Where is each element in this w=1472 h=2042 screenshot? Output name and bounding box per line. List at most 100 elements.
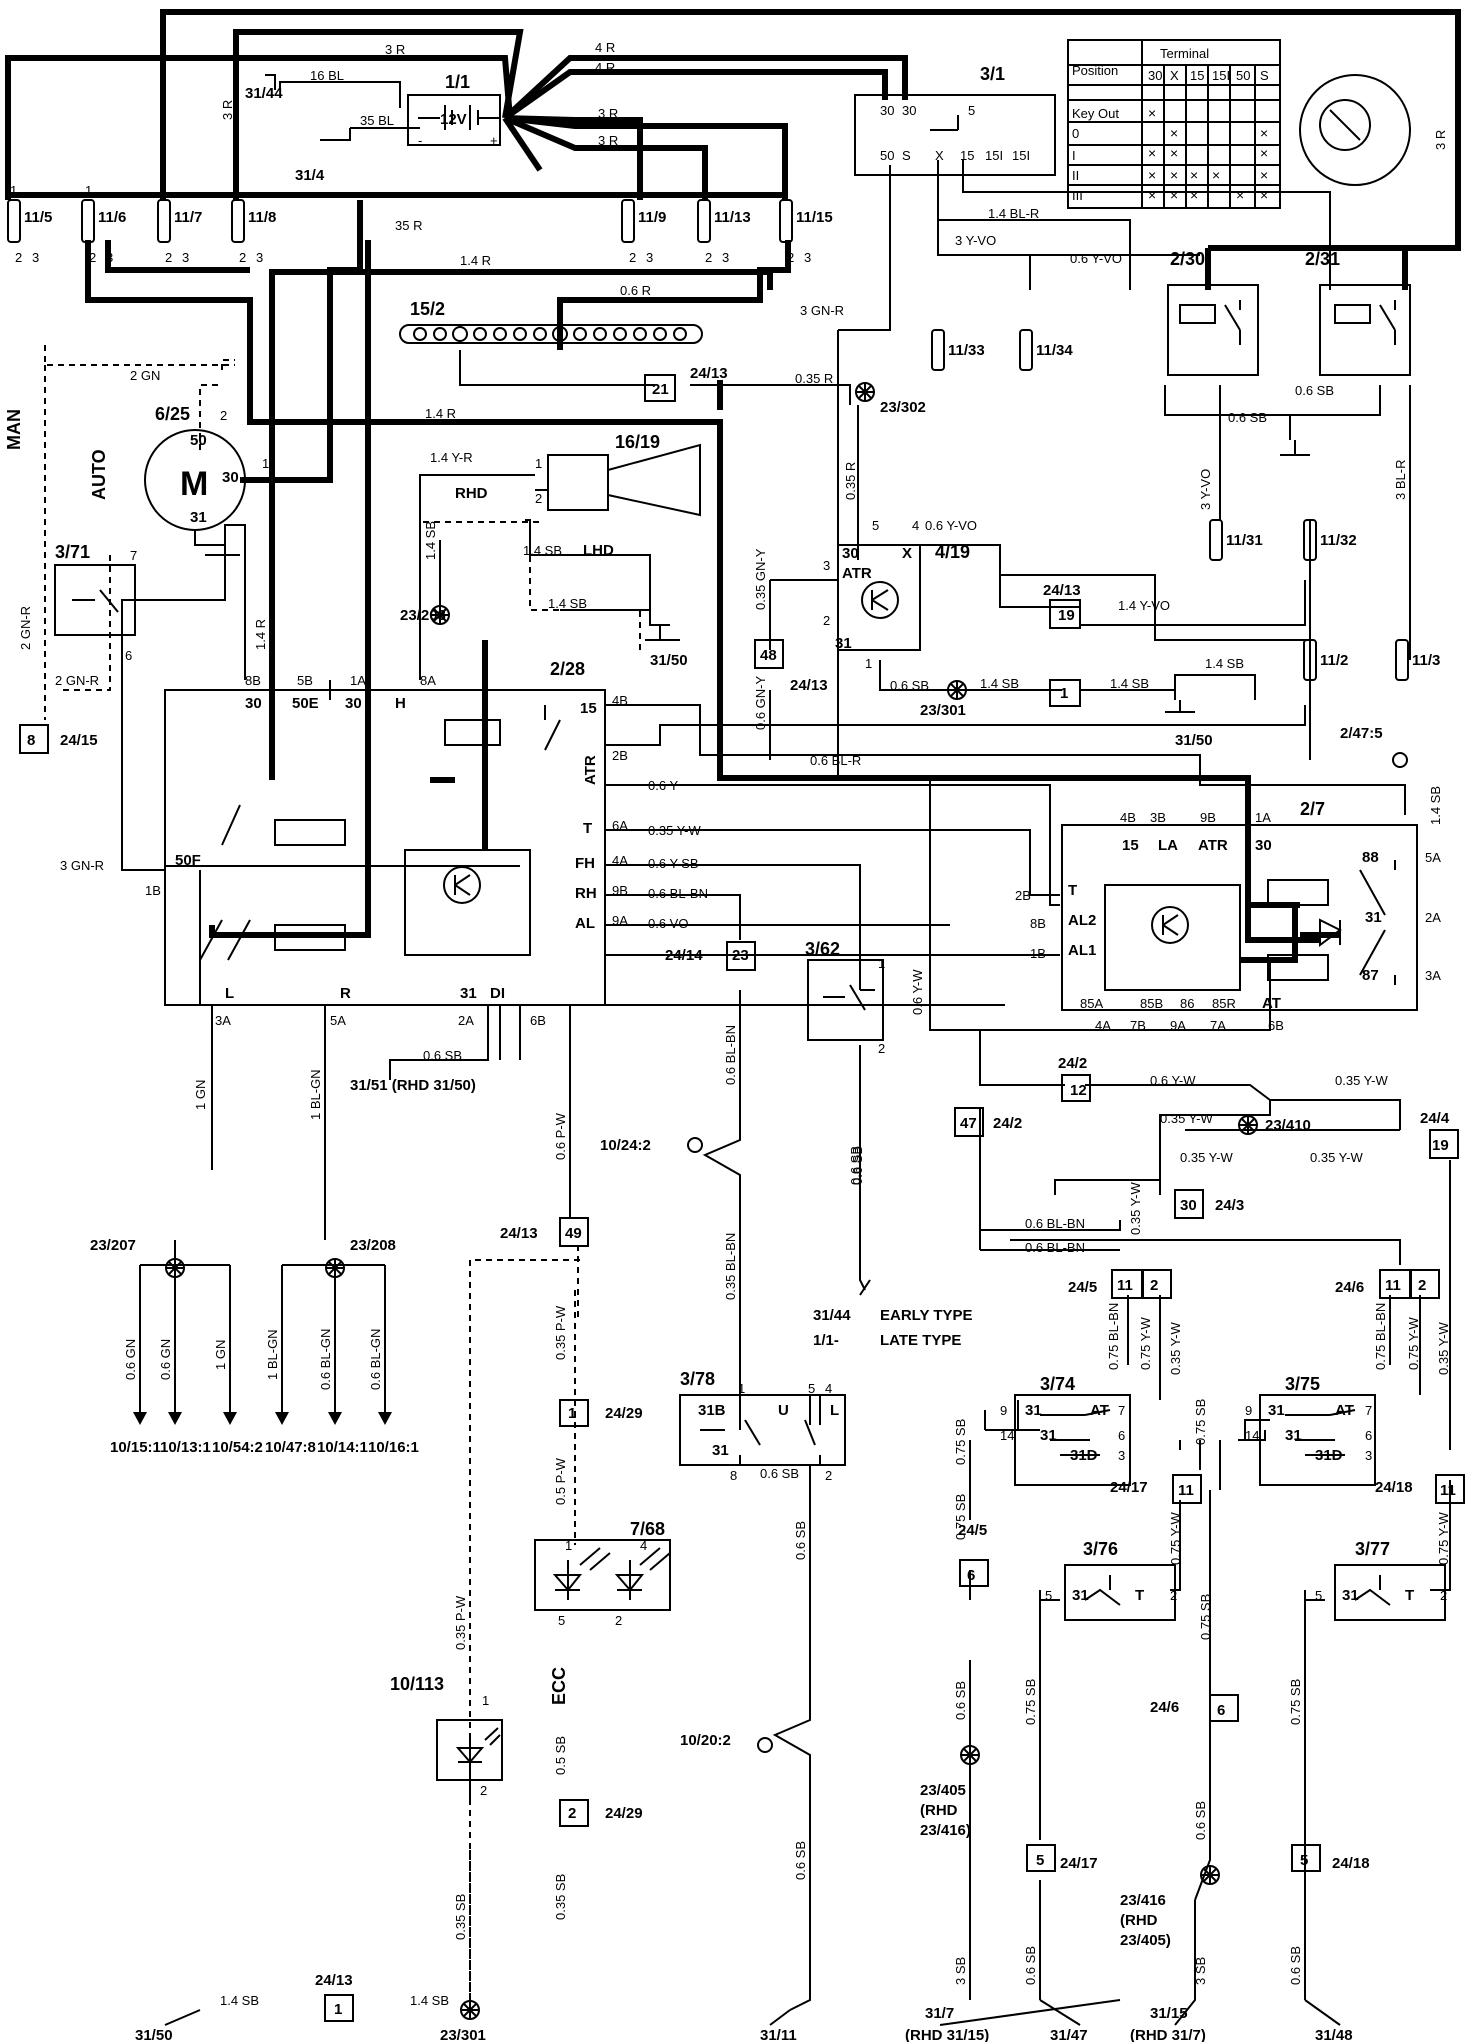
svg-text:3: 3 xyxy=(823,558,830,573)
svg-text:×: × xyxy=(1170,187,1178,203)
svg-text:2/30: 2/30 xyxy=(1170,249,1205,269)
svg-text:U: U xyxy=(778,1402,789,1419)
svg-text:6: 6 xyxy=(1118,1428,1125,1443)
svg-text:35 BL: 35 BL xyxy=(360,113,394,128)
svg-text:RHD: RHD xyxy=(455,485,488,502)
svg-text:31: 31 xyxy=(712,1442,729,1459)
svg-text:3 GN-R: 3 GN-R xyxy=(60,858,104,873)
svg-text:2: 2 xyxy=(165,250,172,265)
svg-text:31: 31 xyxy=(1365,909,1382,926)
svg-text:2 GN: 2 GN xyxy=(130,368,160,383)
svg-text:23/203: 23/203 xyxy=(400,607,446,624)
svg-text:0.6 GN-Y: 0.6 GN-Y xyxy=(753,675,768,730)
svg-text:0.35 P-W: 0.35 P-W xyxy=(453,1595,468,1650)
svg-text:3/74: 3/74 xyxy=(1040,1374,1075,1394)
svg-text:5: 5 xyxy=(968,103,975,118)
svg-text:X: X xyxy=(1170,68,1179,83)
svg-text:2: 2 xyxy=(480,1783,487,1798)
svg-text:10/20:2: 10/20:2 xyxy=(680,1732,731,1749)
svg-text:AT: AT xyxy=(1335,1402,1354,1419)
svg-text:L: L xyxy=(225,985,234,1002)
svg-text:50: 50 xyxy=(1236,68,1250,83)
svg-text:AUTO: AUTO xyxy=(89,449,109,500)
svg-text:AL2: AL2 xyxy=(1068,912,1096,929)
svg-text:14: 14 xyxy=(1245,1428,1259,1443)
labels: 1/1 12V - + 16 BL 35 BL 31/44 31/4 3 R 4… xyxy=(4,40,1456,2042)
main-power-wires xyxy=(5,9,1461,963)
svg-text:ATR: ATR xyxy=(582,755,599,785)
svg-text:1.4 Y-VO: 1.4 Y-VO xyxy=(1118,598,1170,613)
svg-text:5: 5 xyxy=(872,518,879,533)
svg-text:8: 8 xyxy=(27,732,35,749)
svg-text:0.75 Y-W: 0.75 Y-W xyxy=(1406,1317,1421,1370)
svg-text:11/9: 11/9 xyxy=(638,209,666,226)
svg-text:15: 15 xyxy=(1190,68,1204,83)
svg-text:3A: 3A xyxy=(1425,968,1441,983)
svg-text:23: 23 xyxy=(732,947,749,964)
svg-text:24/14: 24/14 xyxy=(665,947,703,964)
motor-letter: M xyxy=(180,465,208,503)
svg-text:85R: 85R xyxy=(1212,996,1236,1011)
svg-text:3 SB: 3 SB xyxy=(953,1957,968,1985)
svg-text:1.4 BL-R: 1.4 BL-R xyxy=(988,206,1039,221)
svg-text:11/6: 11/6 xyxy=(98,209,126,226)
svg-text:85B: 85B xyxy=(1140,996,1163,1011)
svg-text:31/11: 31/11 xyxy=(760,2027,797,2042)
svg-text:LHD: LHD xyxy=(583,542,614,559)
svg-text:2/28: 2/28 xyxy=(550,659,585,679)
svg-text:5: 5 xyxy=(808,1381,815,1396)
svg-text:6: 6 xyxy=(1365,1428,1372,1443)
ignition-switch xyxy=(854,39,1411,209)
svg-text:2: 2 xyxy=(1418,1277,1426,1294)
led-10-113 xyxy=(436,1719,503,1781)
svg-text:2: 2 xyxy=(1170,1588,1177,1603)
connector-boxes xyxy=(19,374,1465,2022)
svg-text:0.6 P-W: 0.6 P-W xyxy=(553,1112,568,1160)
svg-text:6A: 6A xyxy=(612,818,628,833)
svg-text:8B: 8B xyxy=(245,673,261,688)
svg-text:3/77: 3/77 xyxy=(1355,1539,1390,1559)
horn-16-19 xyxy=(547,443,701,517)
svg-text:0.6 BL-R: 0.6 BL-R xyxy=(810,753,861,768)
svg-text:30: 30 xyxy=(880,103,894,118)
svg-text:1: 1 xyxy=(482,1693,489,1708)
svg-text:X: X xyxy=(902,545,912,562)
svg-text:2 GN-R: 2 GN-R xyxy=(55,673,99,688)
svg-text:3 R: 3 R xyxy=(220,100,235,120)
svg-text:2: 2 xyxy=(615,1613,622,1628)
svg-text:3: 3 xyxy=(646,250,653,265)
svg-text:50: 50 xyxy=(190,432,207,449)
fuse-row xyxy=(7,199,1409,681)
svg-text:2: 2 xyxy=(629,250,636,265)
svg-text:0.75 SB: 0.75 SB xyxy=(953,1419,968,1465)
svg-text:0.35 SB: 0.35 SB xyxy=(553,1874,568,1920)
svg-text:3: 3 xyxy=(722,250,729,265)
svg-text:11/3: 11/3 xyxy=(1412,652,1440,669)
svg-text:0.75 SB: 0.75 SB xyxy=(953,1494,968,1540)
svg-text:5A: 5A xyxy=(1425,850,1441,865)
svg-text:9: 9 xyxy=(1245,1403,1252,1418)
svg-text:X: X xyxy=(935,148,944,163)
svg-text:0.6 SB: 0.6 SB xyxy=(1228,410,1267,425)
svg-text:10/16:1: 10/16:1 xyxy=(368,1439,419,1456)
svg-text:0.6 BL-BN: 0.6 BL-BN xyxy=(1025,1216,1085,1231)
svg-text:-: - xyxy=(418,133,422,148)
svg-text:1 GN: 1 GN xyxy=(193,1080,208,1110)
svg-text:2: 2 xyxy=(823,613,830,628)
svg-text:1: 1 xyxy=(234,183,241,198)
svg-text:R: R xyxy=(340,985,351,1002)
svg-text:23/416: 23/416 xyxy=(1120,1892,1166,1909)
svg-text:3A: 3A xyxy=(215,1013,231,1028)
svg-text:0.6 GN: 0.6 GN xyxy=(123,1339,138,1380)
svg-text:1: 1 xyxy=(1060,685,1068,702)
svg-text:3 R: 3 R xyxy=(598,106,618,121)
svg-text:31/15: 31/15 xyxy=(1150,2005,1188,2022)
svg-text:23/405): 23/405) xyxy=(1120,1932,1171,1949)
splices xyxy=(165,382,1258,2020)
svg-text:3 R: 3 R xyxy=(598,133,618,148)
svg-text:0.35 R: 0.35 R xyxy=(795,371,833,386)
svg-text:11/15: 11/15 xyxy=(796,209,833,226)
svg-text:0.6 Y-VO: 0.6 Y-VO xyxy=(925,518,977,533)
svg-text:15I: 15I xyxy=(985,148,1003,163)
svg-text:24/6: 24/6 xyxy=(1335,1279,1364,1296)
